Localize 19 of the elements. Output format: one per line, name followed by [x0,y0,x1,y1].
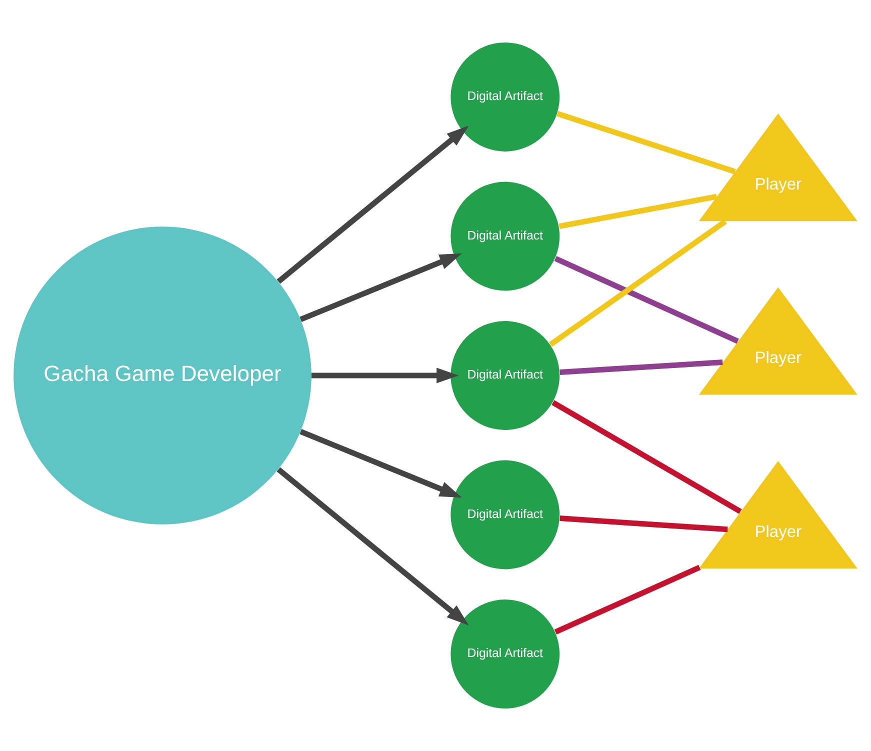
connector [548,219,727,347]
arrow [300,428,462,498]
connector [554,564,701,635]
connector [560,516,728,532]
node-circle: Digital Artifact [450,182,560,291]
connector [558,194,718,229]
node-circle: Digital Artifact [450,460,560,570]
connector [560,360,723,375]
node-circle: Digital Artifact [450,321,560,430]
connector [556,110,736,174]
node-circle: Gacha Game Developer [14,226,312,524]
arrow [276,467,469,626]
connector [554,256,739,344]
connector [552,400,742,514]
arrow [300,253,462,322]
arrow [311,368,459,384]
node-circle: Digital Artifact [450,600,560,708]
node-circle: Digital Artifact [450,42,560,152]
arrow [276,126,469,284]
